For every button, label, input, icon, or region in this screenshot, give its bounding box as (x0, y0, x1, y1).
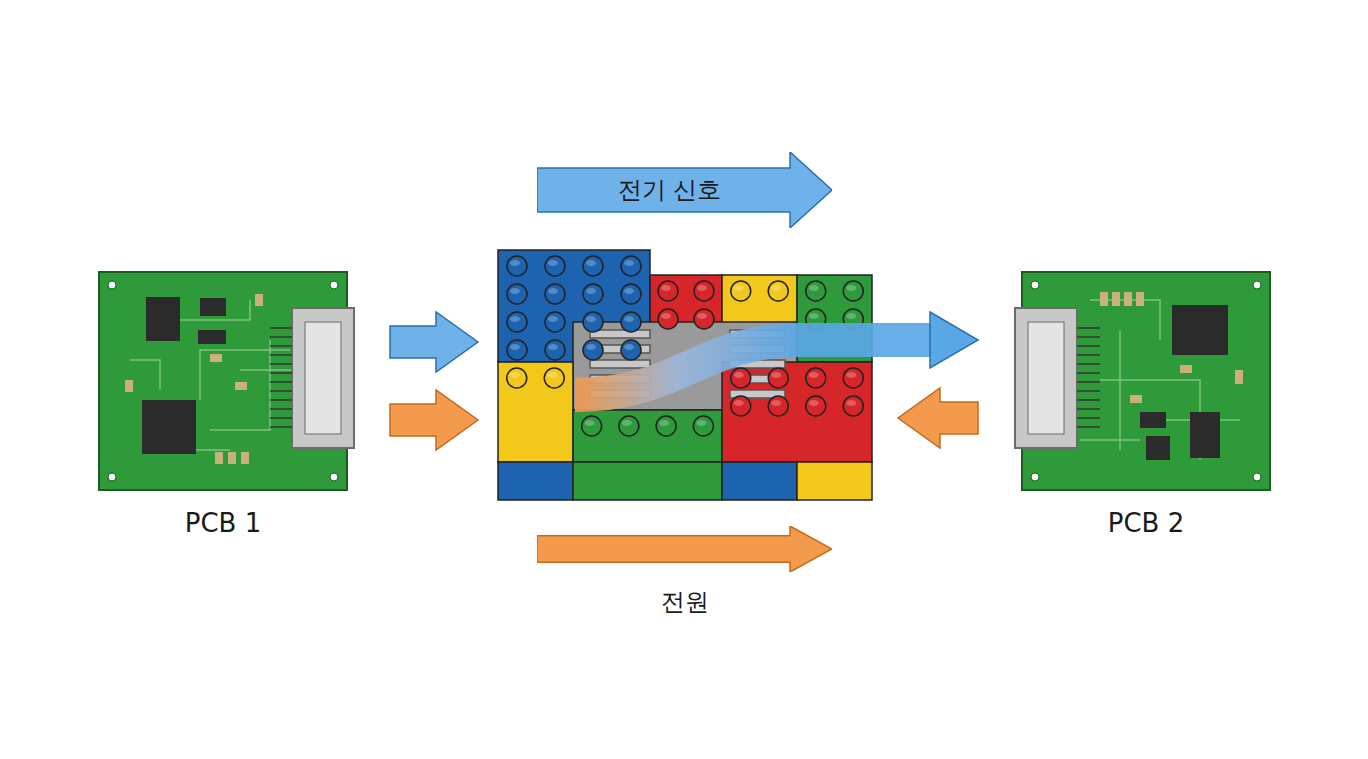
pcb-node: PCB 1 (99, 272, 347, 490)
power-arrow (390, 390, 478, 450)
pcb-board (1015, 272, 1270, 490)
pcb-board (99, 272, 354, 490)
arrow-shape (537, 526, 832, 572)
flow-arrow: 전기 신호 (537, 152, 832, 228)
board-label: PCB 1 (185, 508, 261, 538)
pcb-node: PCB 2 (1022, 272, 1270, 490)
power-arrow (898, 388, 978, 448)
signal-label: 전기 신호 (618, 174, 722, 206)
signal-label: 전원 (661, 586, 709, 618)
board-label: PCB 2 (1108, 508, 1184, 538)
flow-arrow: 전원 (537, 526, 832, 572)
signal-flow (575, 340, 932, 395)
signal-arrow (390, 312, 478, 372)
signal-flow-head (930, 312, 978, 368)
